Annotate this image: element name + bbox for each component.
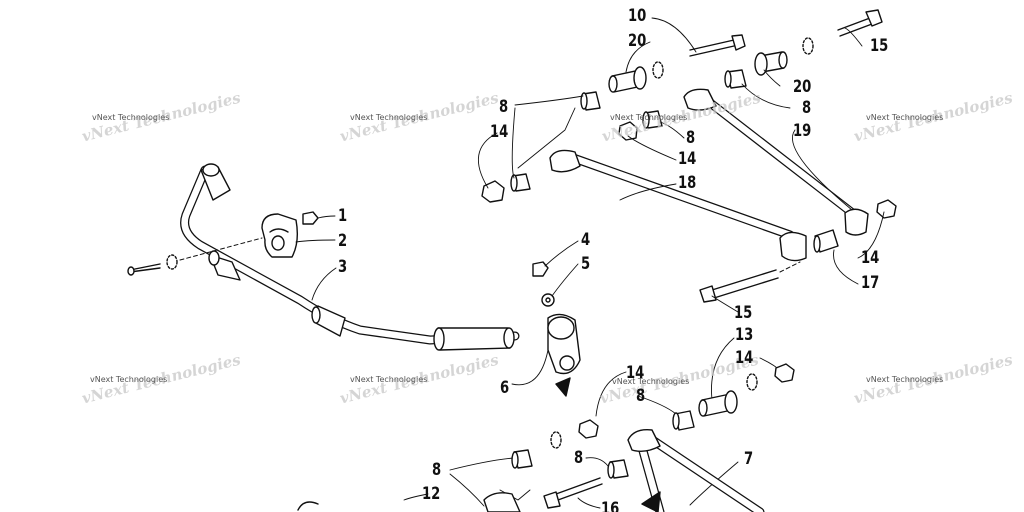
callout-8: 8 — [432, 460, 442, 480]
nut-14-upper-b — [618, 121, 638, 141]
bolt-16 — [543, 477, 603, 509]
callout-8: 8 — [686, 128, 696, 148]
watermark-text: vNext Technologies — [612, 377, 690, 386]
callout-19: 19 — [793, 121, 812, 141]
bushing-lower-8c — [607, 459, 629, 479]
washer-5 — [541, 293, 555, 307]
bolt-left — [127, 237, 263, 276]
watermark-text: vNext Technologies — [866, 375, 944, 384]
arrow-6 — [555, 377, 571, 397]
bushing-upper-8d — [642, 110, 663, 129]
washer-lower-b — [550, 431, 562, 449]
watermark-text: vNext Technologies — [90, 375, 168, 384]
sway-bar-grip-top — [200, 163, 231, 201]
washer-upper-b — [802, 37, 814, 55]
nut-4 — [532, 261, 549, 277]
upper-a-arm — [549, 88, 869, 262]
sleeve-20b — [754, 51, 788, 76]
callout-6: 6 — [500, 378, 510, 398]
callout-8: 8 — [802, 98, 812, 118]
sway-bar — [180, 165, 520, 345]
bushing-upper-8b — [510, 173, 531, 192]
nut-14-upper-c — [876, 199, 897, 219]
bushing-upper-8a — [580, 91, 601, 111]
callout-20: 20 — [628, 31, 647, 51]
sleeve-20a — [608, 66, 647, 93]
callout-3: 3 — [338, 257, 348, 277]
frame-bracket-12 — [297, 501, 319, 511]
arrow-lower — [641, 491, 661, 512]
nut-1 — [302, 211, 319, 225]
callout-15: 15 — [870, 36, 889, 56]
watermark-text: vNext Technologies — [350, 113, 428, 122]
callout-20: 20 — [793, 77, 812, 97]
bushing-upper-17 — [813, 229, 839, 253]
callout-15: 15 — [734, 303, 753, 323]
bushing-upper-8c — [724, 69, 747, 89]
callout-10: 10 — [628, 6, 647, 26]
callout-17: 17 — [861, 273, 880, 293]
bushing-lower-8a — [672, 410, 695, 431]
bolt-15-upper — [837, 9, 883, 37]
sway-bar-bushing-left — [208, 250, 241, 281]
sleeve-13 — [698, 390, 738, 417]
sway-bar-grip-right — [433, 327, 515, 351]
callout-18: 18 — [678, 173, 697, 193]
callout-16: 16 — [601, 499, 620, 512]
bolt-15-lower — [699, 261, 801, 303]
nut-14-lower-a — [774, 363, 795, 383]
callout-14: 14 — [735, 348, 754, 368]
watermark-text: vNext Technologies — [350, 375, 428, 384]
callout-1: 1 — [338, 206, 348, 226]
callout-14: 14 — [861, 248, 880, 268]
callout-8: 8 — [499, 97, 509, 117]
watermark-text: vNext Technologies — [92, 113, 170, 122]
callout-8: 8 — [574, 448, 584, 468]
leader-lines — [295, 17, 885, 509]
washer-upper-a — [652, 61, 664, 79]
callout-5: 5 — [581, 254, 591, 274]
clamp-bracket — [261, 213, 299, 258]
watermark-text: vNext Technologies — [866, 113, 944, 122]
sway-bar-bushing-mid — [311, 305, 346, 337]
callout-14: 14 — [626, 363, 645, 383]
callout-7: 7 — [744, 449, 754, 469]
link-6 — [547, 313, 581, 375]
callout-14: 14 — [490, 122, 509, 142]
watermark-text: vNext Technologies — [610, 113, 688, 122]
nut-14-lower-b — [578, 419, 599, 439]
callout-8: 8 — [636, 386, 646, 406]
callout-2: 2 — [338, 231, 348, 251]
callout-14: 14 — [678, 149, 697, 169]
callout-4: 4 — [581, 230, 591, 250]
bushing-lower-8b — [511, 449, 533, 469]
washer-lower-a — [746, 373, 758, 391]
nut-14-upper-a — [481, 180, 505, 203]
bolt-10 — [689, 34, 746, 57]
callout-12: 12 — [422, 484, 441, 504]
callout-13: 13 — [735, 325, 754, 345]
